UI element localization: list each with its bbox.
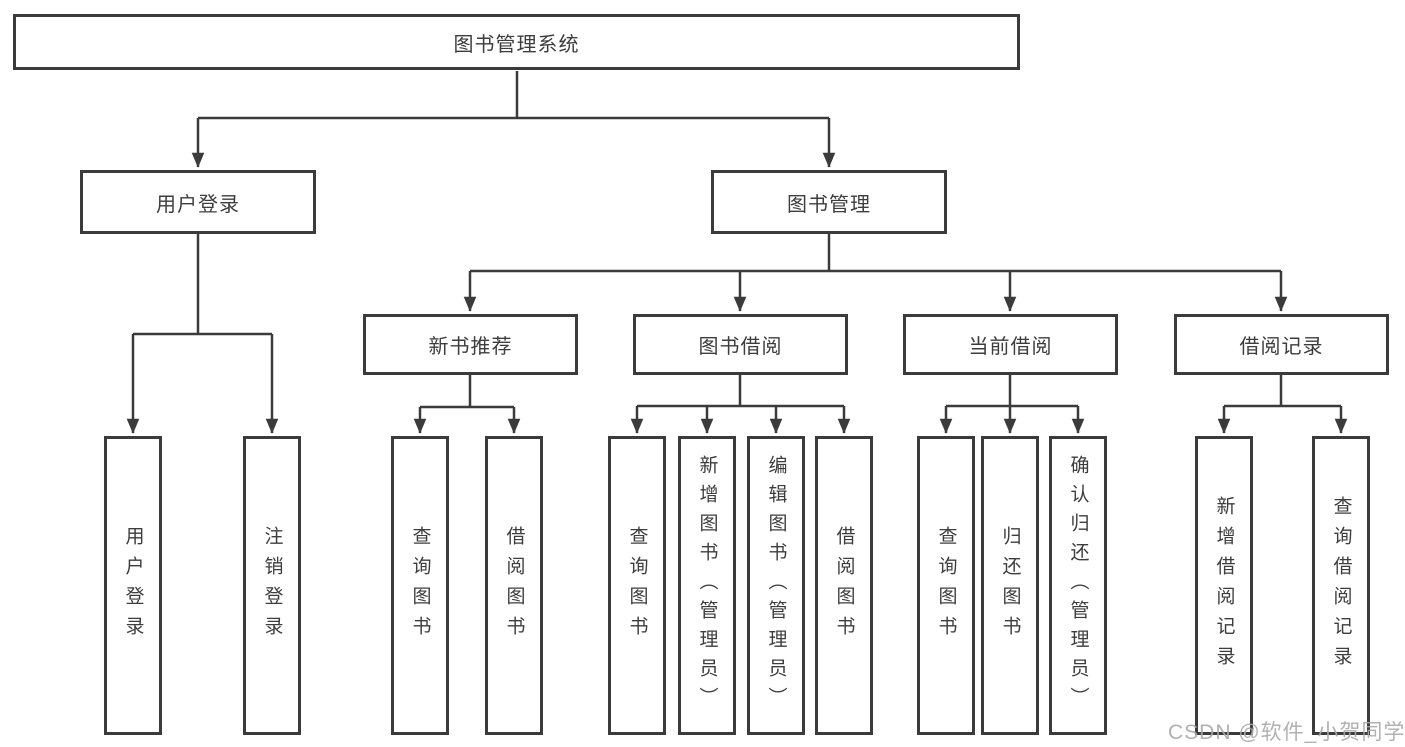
leaf-records-query-record-label: 查询借阅记录 [1330,495,1352,676]
node-borrowing-records-label: 借阅记录 [1239,336,1324,358]
leaf-user-login-label: 用户登录 [122,525,144,646]
leaf-borrowing-edit-books-label: 编辑图书（管理员） [765,455,787,716]
leaf-current-return-books-label: 归还图书 [999,525,1021,646]
node-user-login: 用户登录 [80,170,316,234]
node-new-book-recommend: 新书推荐 [363,314,578,375]
leaf-logout: 注销登录 [243,436,301,735]
leaf-current-query-books-label: 查询图书 [935,525,957,646]
leaf-borrowing-query-books-label: 查询图书 [626,525,648,646]
node-book-management: 图书管理 [711,170,947,234]
leaf-user-login: 用户登录 [104,436,162,735]
node-root: 图书管理系统 [13,14,1020,70]
leaf-borrowing-borrow-books: 借阅图书 [815,436,873,735]
leaf-borrowing-add-books-label: 新增图书（管理员） [696,455,718,716]
leaf-records-query-record: 查询借阅记录 [1312,436,1370,735]
leaf-current-return-books: 归还图书 [981,436,1039,735]
leaf-records-add-record: 新增借阅记录 [1195,436,1253,735]
node-current-borrowing: 当前借阅 [903,314,1118,375]
node-user-login-label: 用户登录 [156,193,240,216]
node-book-borrowing: 图书借阅 [633,314,848,375]
node-book-borrowing-label: 图书借阅 [698,336,783,358]
leaf-current-confirm-return-label: 确认归还（管理员） [1067,455,1089,716]
leaf-borrowing-add-books: 新增图书（管理员） [678,436,736,735]
leaf-records-add-record-label: 新增借阅记录 [1213,495,1235,676]
node-current-borrowing-label: 当前借阅 [968,336,1053,358]
node-new-book-recommend-label: 新书推荐 [428,336,513,358]
leaf-recommend-borrow-books: 借阅图书 [485,436,543,735]
leaf-recommend-query-books: 查询图书 [391,436,449,735]
leaf-recommend-borrow-books-label: 借阅图书 [503,525,525,646]
leaf-borrowing-query-books: 查询图书 [608,436,666,735]
leaf-recommend-query-books-label: 查询图书 [409,525,431,646]
leaf-current-confirm-return: 确认归还（管理员） [1049,436,1107,735]
node-book-management-label: 图书管理 [787,193,871,216]
node-root-label: 图书管理系统 [453,33,580,56]
leaf-borrowing-borrow-books-label: 借阅图书 [833,525,855,646]
csdn-watermark: CSDN @软件_小贺同学 [1168,721,1405,744]
leaf-logout-label: 注销登录 [261,525,283,646]
leaf-current-query-books: 查询图书 [917,436,975,735]
leaf-borrowing-edit-books: 编辑图书（管理员） [747,436,805,735]
node-borrowing-records: 借阅记录 [1174,314,1389,375]
